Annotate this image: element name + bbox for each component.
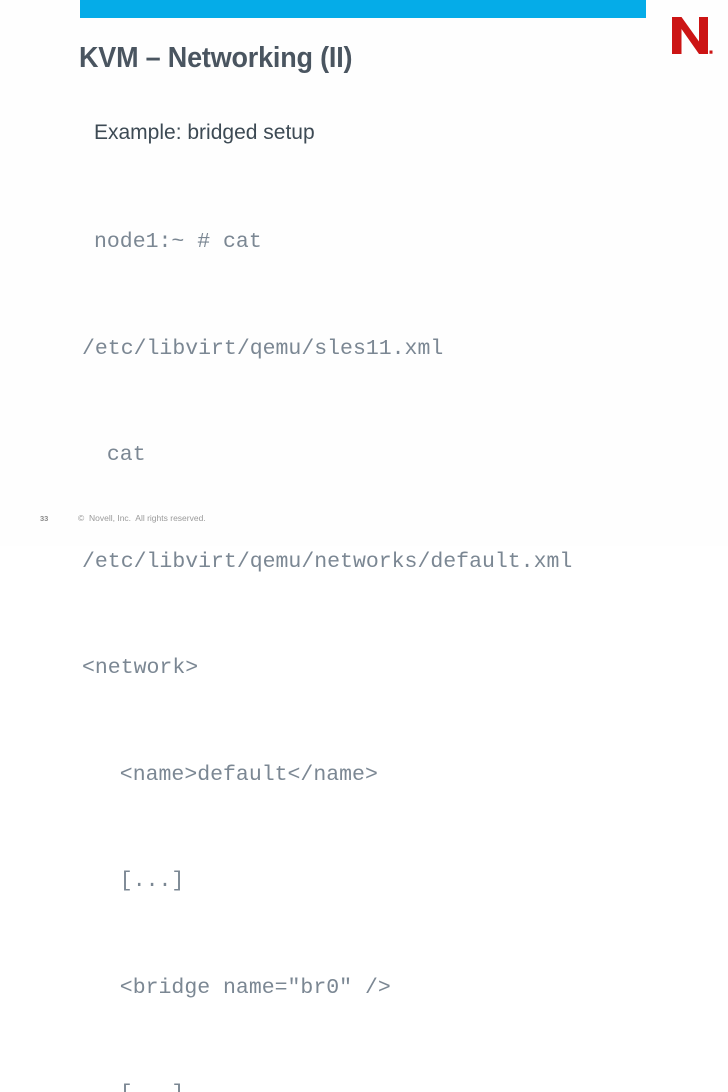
- code-listing: node1:~ # cat /etc/libvirt/qemu/sles11.x…: [82, 154, 694, 1092]
- code-line: cat: [94, 443, 146, 467]
- code-line: <network>: [82, 656, 199, 680]
- code-line: <name>default</name>: [94, 762, 378, 787]
- slide-footer: 33 © Novell, Inc. All rights reserved.: [0, 512, 728, 532]
- header-accent-bar: [80, 0, 646, 18]
- code-line: [...]: [94, 1077, 694, 1092]
- code-line: [...]: [94, 869, 185, 893]
- code-line: node1:~ # cat: [94, 230, 262, 254]
- novell-n-logo: [668, 14, 714, 56]
- code-line: /etc/libvirt/qemu/networks/default.xml: [82, 549, 573, 574]
- code-line: <bridge name="br0" />: [94, 975, 391, 1000]
- page-number: 33: [40, 514, 49, 523]
- code-line: /etc/libvirt/qemu/sles11.xml: [82, 336, 444, 361]
- slide-content: Example: bridged setup node1:~ # cat /et…: [82, 120, 694, 1092]
- page-title: KVM – Networking (II): [79, 42, 353, 74]
- example-caption: Example: bridged setup: [94, 121, 315, 144]
- copyright-notice: © Novell, Inc. All rights reserved.: [78, 513, 206, 523]
